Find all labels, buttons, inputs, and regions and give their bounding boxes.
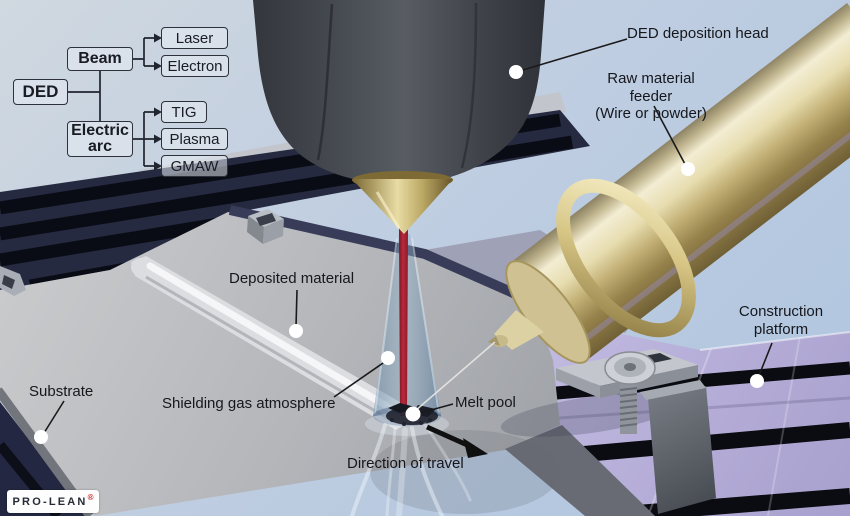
back-clamp — [247, 209, 284, 244]
leader-substrate — [43, 400, 65, 434]
leader-deposited-material — [295, 289, 298, 328]
label-substrate: Substrate — [29, 383, 94, 400]
label-deposited-material: Deposited material — [229, 270, 355, 287]
feed-wire — [414, 341, 496, 412]
gas-wisps — [350, 422, 472, 516]
left-clamp — [0, 266, 26, 296]
flowchart-arrowheads — [154, 33, 162, 171]
flowchart-node-laser: Laser — [161, 27, 228, 49]
laser-beam — [399, 228, 408, 416]
label-construction-line1: Construction — [738, 303, 824, 320]
label-feeder-line1: Raw material feeder — [607, 70, 695, 105]
deposited-material-bead — [131, 256, 412, 430]
leader-feeder — [653, 105, 687, 167]
leader-melt-pool — [419, 403, 454, 414]
clamp-block — [648, 386, 716, 514]
nozzle-cone — [352, 171, 453, 234]
label-deposition-head: DED deposition head — [627, 25, 769, 42]
label-construction-platform: Construction platform — [731, 303, 831, 338]
dot-shielding-gas — [381, 351, 395, 365]
leader-construction-platform — [757, 342, 773, 379]
dot-deposited-material — [289, 324, 303, 338]
dot-construction-platform — [750, 374, 764, 388]
dot-melt-pool — [405, 406, 421, 422]
substrate-back-edge — [228, 205, 539, 308]
dot-feeder — [681, 162, 695, 176]
gas-shadow — [370, 430, 560, 514]
label-shielding-gas: Shielding gas atmosphere — [162, 395, 336, 412]
flowchart-node-beam: Beam — [67, 47, 133, 71]
flowchart-node-plasma: Plasma — [161, 128, 228, 150]
label-construction-line2: platform — [753, 320, 809, 338]
direction-of-travel-arrow — [425, 424, 488, 458]
leader-deposition-head — [515, 38, 628, 73]
flowchart-node-electric-arc: Electric arc — [67, 121, 133, 157]
logo-text: PRO-LEAN — [12, 495, 88, 508]
flowchart-node-electron: Electron — [161, 55, 229, 77]
flowchart-node-gmaw: GMAW — [161, 155, 228, 177]
logo-registered-mark: ® — [87, 493, 94, 502]
label-feeder-line2: (Wire or powder) — [595, 105, 707, 123]
flowchart-node-tig: TIG — [161, 101, 207, 123]
deposition-head — [253, 0, 545, 185]
label-raw-material-feeder: Raw material feeder (Wire or powder) — [585, 70, 717, 123]
flowchart-node-ded: DED — [13, 79, 68, 105]
pro-lean-logo: PRO-LEAN® — [7, 490, 99, 513]
right-clamp-assembly — [556, 349, 716, 514]
label-direction-of-travel: Direction of travel — [347, 455, 464, 472]
feeder-nozzle-tip — [488, 310, 544, 350]
raw-material-feeder-tube — [414, 3, 850, 412]
leader-shielding-gas — [333, 360, 387, 398]
dot-deposition-head — [509, 65, 523, 79]
label-melt-pool: Melt pool — [455, 394, 516, 411]
leader-lines — [43, 38, 773, 434]
feeder-ring-collar — [556, 178, 696, 338]
label-dots — [34, 65, 764, 444]
substrate-front-edge — [505, 425, 655, 516]
flowchart-connectors — [68, 37, 155, 167]
dot-substrate — [34, 430, 48, 444]
